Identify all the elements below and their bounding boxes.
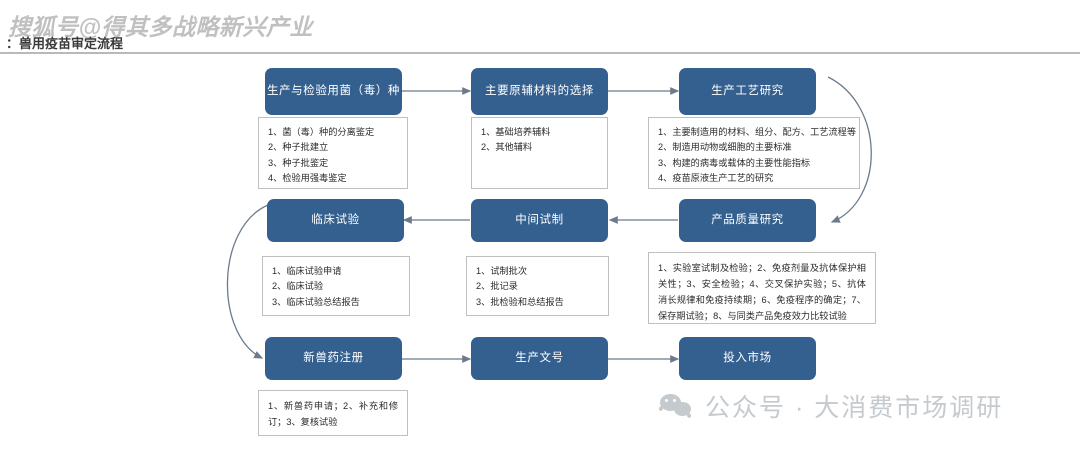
- list-item: 1、试制批次: [476, 264, 599, 279]
- item-number: 3、: [268, 157, 283, 168]
- detail-list: 1、试制批次 2、批记录 3、批检验和总结报告: [476, 264, 599, 310]
- detail-list: 1、主要制造用的材料、组分、配方、工艺流程等 2、制造用动物或细胞的主要标准 3…: [658, 125, 856, 187]
- page-title: ：兽用疫苗审定流程: [6, 36, 124, 51]
- wechat-label: 公众号 · 大消费市场调研: [705, 394, 1004, 422]
- item-number: 4、: [658, 173, 673, 184]
- detail-clinical-trial: 1、临床试验申请 2、临床试验 3、临床试验总结报告: [262, 256, 410, 316]
- detail-list: 1、基础培养辅料 2、其他辅料: [481, 125, 598, 156]
- list-item: 1、临床试验申请: [272, 264, 400, 279]
- item-text: 临床试验申请: [286, 266, 342, 276]
- item-number: 3、: [272, 296, 287, 307]
- item-text: 基础培养辅料: [495, 127, 551, 137]
- node-product-quality-research[interactable]: 产品质量研究: [679, 199, 816, 242]
- node-production-process-research[interactable]: 生产工艺研究: [679, 68, 816, 115]
- item-number: 1、: [268, 127, 283, 137]
- item-number: 1、: [658, 127, 673, 137]
- node-raw-material-selection[interactable]: 主要原辅材料的选择: [471, 68, 608, 115]
- list-item: 3、种子批鉴定: [268, 156, 398, 171]
- item-text: 制造用动物或细胞的主要标准: [672, 142, 792, 153]
- detail-raw-material-selection: 1、基础培养辅料 2、其他辅料: [471, 117, 608, 189]
- node-new-veterinary-drug-registration[interactable]: 新兽药注册: [265, 337, 402, 380]
- node-production-approval-number[interactable]: 生产文号: [471, 337, 608, 380]
- detail-production-process-research: 1、主要制造用的材料、组分、配方、工艺流程等 2、制造用动物或细胞的主要标准 3…: [648, 117, 860, 189]
- item-text: 临床试验总结报告: [286, 296, 360, 307]
- item-text: 疫苗原液生产工艺的研究: [672, 173, 774, 184]
- item-number: 3、: [476, 296, 491, 307]
- sohu-watermark: 搜狐号@得其多战略新兴产业: [8, 14, 313, 40]
- list-item: 2、批记录: [476, 279, 599, 294]
- detail-product-quality-research: 1、实验室试制及检验；2、免疫剂量及抗体保护相关性；3、安全检验；4、交叉保护实…: [648, 252, 876, 324]
- item-text: 试制批次: [490, 266, 528, 276]
- item-text: 批检验和总结报告: [490, 296, 564, 307]
- detail-production-test-strain: 1、菌（毒）种的分离鉴定 2、种子批建立 3、种子批鉴定 4、检验用强毒鉴定: [258, 117, 408, 189]
- item-text: 批记录: [490, 281, 518, 292]
- detail-paragraph: 1、实验室试制及检验；2、免疫剂量及抗体保护相关性；3、安全检验；4、交叉保护实…: [658, 263, 866, 322]
- item-text: 检验用强毒鉴定: [282, 173, 347, 184]
- item-number: 1、: [272, 266, 287, 276]
- node-pilot-production[interactable]: 中间试制: [471, 199, 608, 242]
- list-item: 2、临床试验: [272, 279, 400, 294]
- list-item: 1、主要制造用的材料、组分、配方、工艺流程等: [658, 125, 856, 140]
- detail-pilot-production: 1、试制批次 2、批记录 3、批检验和总结报告: [466, 256, 609, 316]
- item-number: 3、: [658, 157, 673, 168]
- detail-list: 1、临床试验申请 2、临床试验 3、临床试验总结报告: [272, 264, 400, 310]
- wechat-icon: [658, 393, 694, 419]
- list-item: 3、构建的病毒或载体的主要性能指标: [658, 156, 850, 171]
- item-text: 种子批建立: [282, 142, 329, 153]
- item-text: 菌（毒）种的分离鉴定: [282, 127, 375, 137]
- item-number: 1、: [481, 127, 496, 137]
- list-item: 3、批检验和总结报告: [476, 295, 599, 310]
- wechat-watermark: 公众号 · 大消费市场调研: [658, 388, 1004, 424]
- list-item: 4、疫苗原液生产工艺的研究: [658, 171, 850, 186]
- list-item: 4、检验用强毒鉴定: [268, 171, 398, 186]
- list-item: 1、基础培养辅料: [481, 125, 598, 140]
- node-market-launch[interactable]: 投入市场: [679, 337, 816, 380]
- detail-list: 1、菌（毒）种的分离鉴定 2、种子批建立 3、种子批鉴定 4、检验用强毒鉴定: [268, 125, 398, 187]
- item-number: 2、: [272, 281, 287, 292]
- item-number: 4、: [268, 173, 283, 184]
- list-item: 2、其他辅料: [481, 140, 598, 155]
- item-text: 临床试验: [286, 281, 324, 292]
- header-divider: [0, 52, 1080, 54]
- item-text: 构建的病毒或载体的主要性能指标: [672, 157, 811, 168]
- detail-new-veterinary-drug-registration: 1、新兽药申请；2、补充和修订；3、复核试验: [258, 390, 408, 436]
- node-production-test-strain[interactable]: 生产与检验用菌（毒）种: [265, 68, 402, 115]
- detail-paragraph: 1、新兽药申请；2、补充和修订；3、复核试验: [268, 401, 398, 428]
- item-number: 2、: [268, 142, 283, 153]
- list-item: 3、临床试验总结报告: [272, 295, 400, 310]
- item-number: 1、: [476, 266, 491, 276]
- item-number: 2、: [481, 142, 496, 153]
- list-item: 2、制造用动物或细胞的主要标准: [658, 140, 850, 155]
- node-clinical-trial[interactable]: 临床试验: [267, 199, 404, 242]
- item-number: 2、: [658, 142, 673, 153]
- item-text: 主要制造用的材料、组分、配方、工艺流程等: [672, 127, 857, 137]
- item-text: 种子批鉴定: [282, 157, 329, 168]
- item-text: 其他辅料: [495, 142, 533, 153]
- list-item: 2、种子批建立: [268, 140, 398, 155]
- list-item: 1、菌（毒）种的分离鉴定: [268, 125, 398, 140]
- item-number: 2、: [476, 281, 491, 292]
